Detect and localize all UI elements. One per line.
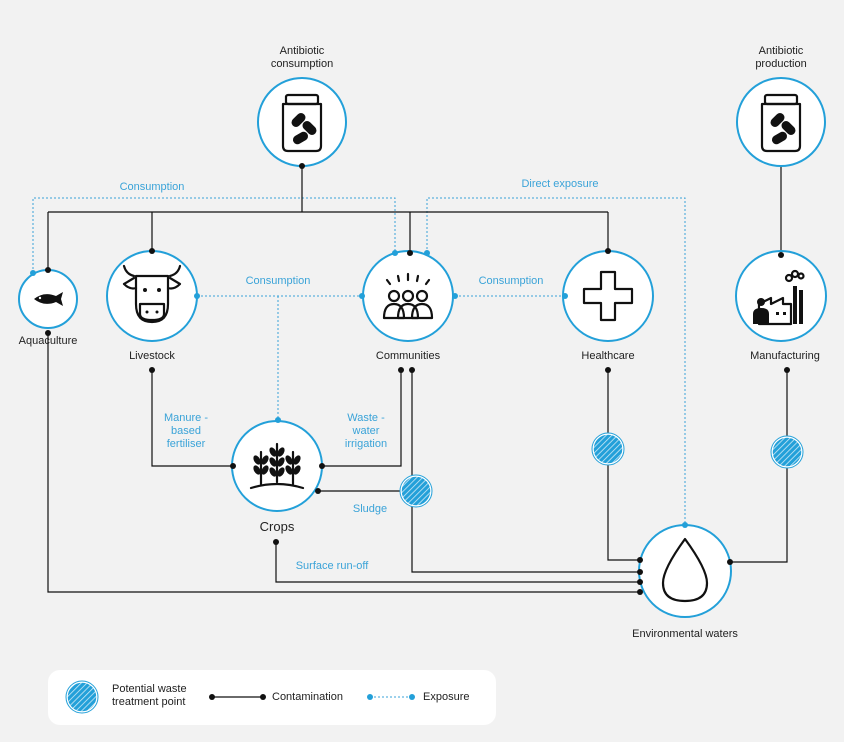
edge-label-consumption-livestock: Consumption [246, 275, 311, 287]
treatment-point-icon [770, 435, 804, 469]
treatment-point-icon [399, 474, 433, 508]
node-aquaculture [18, 269, 78, 329]
manufacturing-label: Manufacturing [750, 350, 820, 362]
node-antibiotic-production [736, 77, 826, 167]
edge-label-runoff: Surface run-off [296, 560, 370, 572]
wheat-icon [249, 442, 305, 490]
edge-label-consumption-healthcare: Consumption [479, 275, 544, 287]
water-drop-icon [661, 537, 709, 603]
people-icon [382, 272, 434, 320]
node-communities [362, 250, 454, 342]
legend-exposure-label: Exposure [423, 691, 469, 703]
exposure-line-icon [367, 694, 415, 700]
livestock-label: Livestock [129, 350, 175, 362]
environmental-waters-label: Environmental waters [632, 628, 738, 640]
pill-jar-icon [281, 93, 323, 153]
node-healthcare [562, 250, 654, 342]
healthcare-label: Healthcare [581, 350, 634, 362]
node-antibiotic-consumption [257, 77, 347, 167]
node-livestock [106, 250, 198, 342]
legend-contamination-label: Contamination [272, 691, 343, 703]
edge-label-consumption-top: Consumption [120, 181, 185, 193]
exposure-lines [32, 197, 686, 525]
cow-icon [122, 264, 182, 324]
contamination-line-icon [209, 694, 266, 700]
factory-icon [753, 269, 805, 326]
communities-label: Communities [376, 350, 441, 362]
fish-icon [34, 292, 63, 306]
medical-cross-icon [582, 270, 634, 322]
treatment-point-icon [65, 680, 99, 714]
crops-label: Crops [260, 519, 295, 534]
edge-label-sludge: Sludge [353, 503, 387, 515]
node-manufacturing [735, 250, 827, 342]
connector-dots [30, 163, 790, 595]
pill-jar-icon [760, 93, 802, 153]
aquaculture-label: Aquaculture [19, 335, 78, 347]
edge-label-direct-exposure: Direct exposure [521, 178, 598, 190]
treatment-point-icon [591, 432, 625, 466]
node-environmental-waters [638, 524, 732, 618]
node-crops [231, 420, 323, 512]
